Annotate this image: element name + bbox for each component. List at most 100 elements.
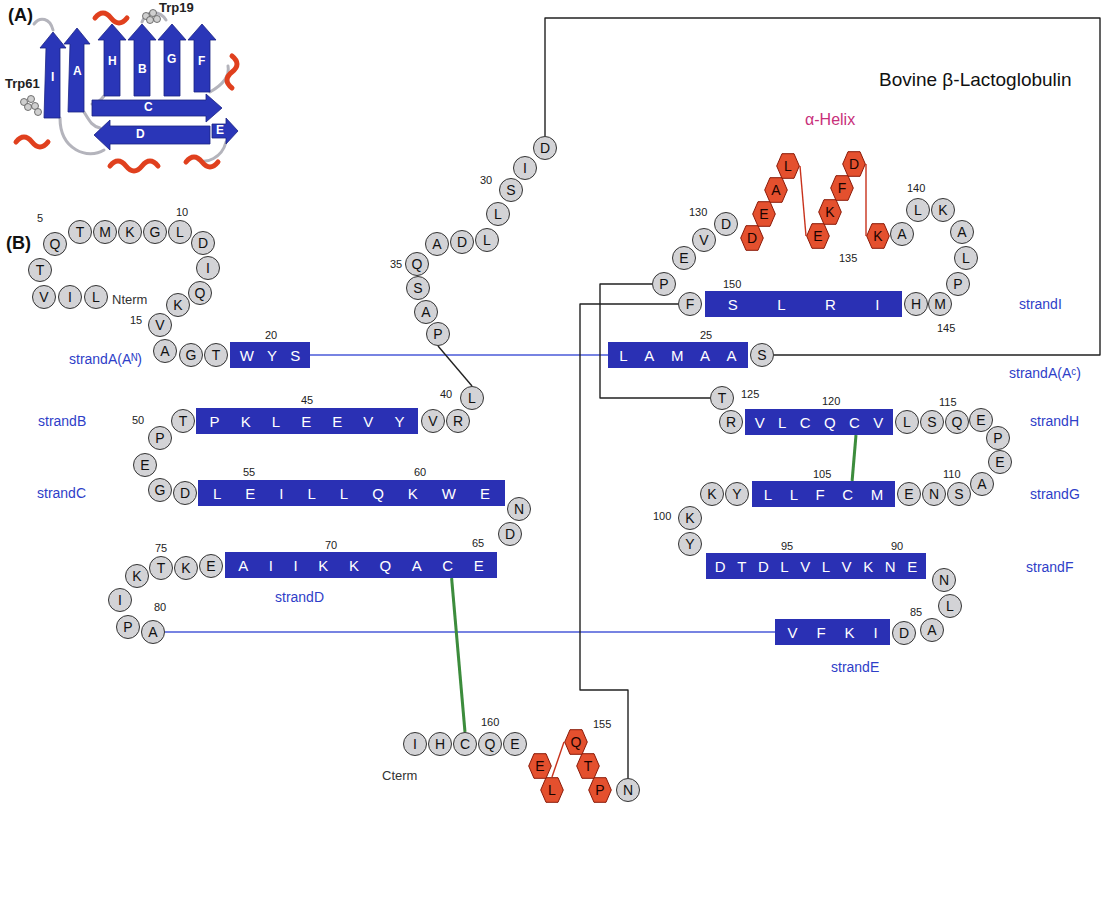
residue-letter: E	[995, 455, 1004, 469]
residue-circle: H	[904, 292, 928, 316]
residue-circle: L	[168, 220, 192, 244]
residue-letter: S	[757, 348, 766, 362]
atom	[154, 16, 161, 23]
residue-letter: A	[957, 225, 966, 239]
residue-letter: A	[897, 227, 906, 241]
residue-number: 45	[301, 394, 313, 406]
residue-circle: P	[426, 322, 450, 346]
residue-circle: N	[932, 568, 956, 592]
residue-letter: P	[659, 277, 668, 291]
residue-letter: M	[99, 225, 111, 239]
residue-letter: Q	[379, 558, 391, 573]
residue-number: 145	[937, 322, 955, 334]
residue-letter: L	[272, 414, 280, 429]
residue-letter: Q	[824, 415, 836, 430]
residue-circle: L	[938, 594, 962, 618]
residue-number: 5	[37, 212, 43, 224]
residue-letter: F	[816, 625, 825, 640]
strand-ribbon	[94, 120, 210, 150]
residue-circle: P	[148, 426, 172, 450]
residue-letter: E	[976, 413, 985, 427]
residue-letter: L	[903, 415, 911, 429]
residue-letter: L	[548, 783, 556, 797]
residue-letter: A	[412, 558, 422, 573]
residue-circle: G	[143, 220, 167, 244]
residue-number: 15	[130, 314, 142, 326]
strand-box: AIIKKQACE	[225, 552, 497, 578]
residue-callout: Trp61	[5, 77, 40, 91]
residue-letter: I	[875, 297, 879, 312]
strand-ribbon	[188, 24, 216, 92]
residue-circle: N	[507, 497, 531, 521]
strand-box: LAMAA	[608, 342, 748, 368]
residue-letter: W	[240, 348, 254, 363]
residue-number: 160	[481, 716, 499, 728]
strand-label: strandE	[831, 660, 879, 675]
residue-letter: A	[927, 623, 936, 637]
terminus-label: Cterm	[382, 769, 417, 783]
residue-letter: L	[946, 599, 954, 613]
helix-residue: F	[830, 175, 854, 201]
residue-circle: T	[149, 556, 173, 580]
residue-number: 30	[480, 174, 492, 186]
residue-letter: G	[155, 483, 166, 497]
residue-circle: T	[28, 258, 52, 282]
residue-letter: K	[685, 511, 694, 525]
atom	[28, 96, 35, 103]
residue-circle: E	[133, 453, 157, 477]
strand-box: SLRI	[705, 291, 902, 317]
helix-ribbon	[227, 56, 237, 88]
residue-letter: L	[340, 486, 348, 501]
helix-residue: A	[764, 177, 788, 203]
residue-circle: S	[750, 343, 774, 367]
residue-letter: I	[413, 737, 417, 751]
strand-ribbon	[212, 118, 238, 144]
backbone-link	[310, 354, 608, 356]
residue-circle: A	[920, 618, 944, 642]
residue-letter: E	[474, 558, 484, 573]
strand-box: WYS	[230, 342, 310, 368]
helix-residue: P	[588, 777, 612, 803]
hexagon-shape	[529, 754, 552, 779]
residue-letter: Q	[50, 237, 61, 251]
residue-letter: T	[212, 348, 221, 362]
residue-circle: P	[946, 272, 970, 296]
residue-circle: V	[148, 313, 172, 337]
residue-letter: C	[849, 415, 860, 430]
residue-circle: L	[84, 285, 108, 309]
residue-letter: H	[911, 297, 921, 311]
strand-letter: A	[73, 65, 82, 78]
helix-residue: E	[752, 201, 776, 227]
residue-number: 35	[390, 258, 402, 270]
residue-letter: L	[962, 251, 970, 265]
residue-circle: Q	[945, 410, 969, 434]
hexagon-shape	[819, 200, 842, 225]
residue-letter: E	[332, 414, 342, 429]
residue-letter: L	[778, 415, 786, 430]
residue-circle: L	[906, 198, 930, 222]
residue-circle: P	[986, 426, 1010, 450]
strand-ribbon	[98, 24, 126, 96]
residue-circle: I	[403, 732, 427, 756]
residue-circle: S	[920, 410, 944, 434]
residue-letter: T	[584, 759, 593, 773]
residue-circle: N	[616, 778, 640, 802]
residue-letter: A	[432, 237, 441, 251]
helix-ribbon	[95, 13, 127, 23]
residue-circle: A	[153, 339, 177, 363]
residue-circle: E	[988, 450, 1012, 474]
beta-strands	[40, 24, 238, 150]
residue-letter: I	[68, 290, 72, 304]
backbone-link	[438, 346, 472, 386]
residue-circle: K	[700, 482, 724, 506]
strand-letter: E	[216, 124, 224, 137]
residue-letter: L	[777, 297, 785, 312]
hexagon-shape	[541, 778, 564, 803]
residue-letter: S	[290, 348, 300, 363]
residue-letter: A	[160, 344, 169, 358]
helix-residue: L	[540, 777, 564, 803]
residue-letter: T	[179, 414, 188, 428]
helix-ribbons	[16, 13, 237, 171]
strand-letter: C	[144, 101, 153, 114]
residue-letter: E	[679, 251, 688, 265]
